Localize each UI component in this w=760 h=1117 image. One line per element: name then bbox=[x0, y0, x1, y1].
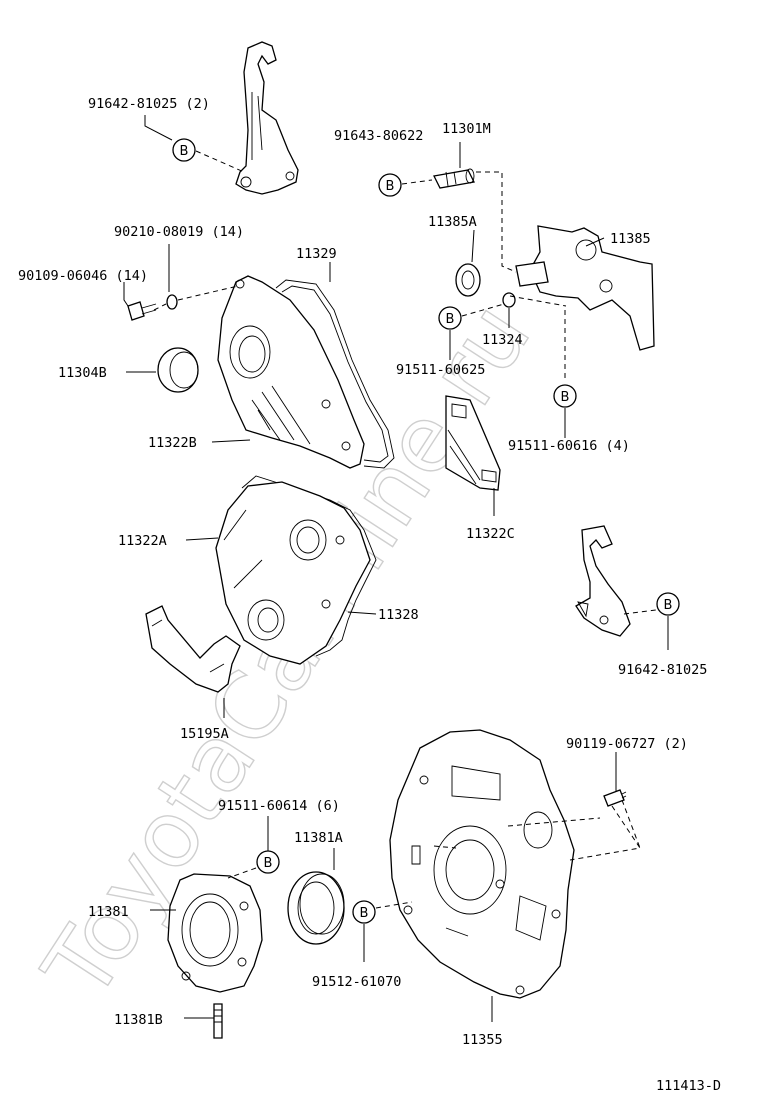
bubble-b-2: B bbox=[378, 173, 402, 197]
upper-timing-cover bbox=[217, 275, 395, 469]
label-11322c: 11322C bbox=[466, 526, 515, 542]
bubble-b-1: B bbox=[172, 138, 196, 162]
label-91643-80622: 91643-80622 bbox=[334, 128, 423, 144]
label-11324: 11324 bbox=[482, 332, 523, 348]
dowel-pin bbox=[213, 1003, 223, 1039]
label-11328: 11328 bbox=[378, 607, 419, 623]
label-90119-06727: 90119-06727 (2) bbox=[566, 736, 688, 752]
svg-text:B: B bbox=[446, 312, 455, 327]
engine-hanger-right bbox=[575, 525, 631, 637]
label-91642-81025-2: 91642-81025 (2) bbox=[88, 96, 210, 112]
cover-bracket bbox=[445, 395, 501, 491]
bubble-b-4: B bbox=[553, 384, 577, 408]
lower-timing-cover bbox=[215, 475, 377, 665]
svg-text:B: B bbox=[561, 390, 570, 405]
washer bbox=[502, 292, 516, 308]
label-90210-08019: 90210-08019 (14) bbox=[114, 224, 244, 240]
timing-cover-plate bbox=[515, 225, 655, 351]
label-91511-60616: 91511-60616 (4) bbox=[508, 438, 630, 454]
timing-pin bbox=[433, 168, 475, 189]
bubble-b-3: B bbox=[438, 306, 462, 330]
label-11355: 11355 bbox=[462, 1032, 503, 1048]
label-91512-61070: 91512-61070 bbox=[312, 974, 401, 990]
label-91642-81025: 91642-81025 bbox=[618, 662, 707, 678]
bubble-b-6: B bbox=[256, 850, 280, 874]
rear-oil-seal-retainer bbox=[167, 873, 263, 993]
svg-text:B: B bbox=[360, 906, 369, 921]
label-11385a: 11385A bbox=[428, 214, 477, 230]
label-91511-60614: 91511-60614 (6) bbox=[218, 798, 340, 814]
cover-plug bbox=[157, 347, 199, 393]
label-90109-06046: 90109-06046 (14) bbox=[18, 268, 148, 284]
engine-hanger-bracket bbox=[235, 41, 299, 195]
label-11301m: 11301M bbox=[442, 121, 491, 137]
label-11381b: 11381B bbox=[114, 1012, 163, 1028]
part-labels: 91642-81025 (2) 91643-80622 11301M 90210… bbox=[18, 96, 721, 1094]
label-15195a: 15195A bbox=[180, 726, 229, 742]
svg-text:B: B bbox=[180, 144, 189, 159]
timing-belt-guide bbox=[145, 605, 241, 693]
label-11322a: 11322A bbox=[118, 533, 167, 549]
figure-code: 111413-D bbox=[656, 1078, 721, 1094]
end-plate-bolt bbox=[603, 789, 627, 807]
label-11385: 11385 bbox=[610, 231, 651, 247]
cover-washer bbox=[166, 294, 178, 310]
svg-text:B: B bbox=[264, 856, 273, 871]
leader-lines bbox=[123, 115, 669, 1022]
svg-text:B: B bbox=[664, 598, 673, 613]
bubble-b-7: B bbox=[352, 900, 376, 924]
engine-end-plate bbox=[389, 729, 575, 999]
label-11381: 11381 bbox=[88, 904, 129, 920]
rear-oil-seal bbox=[287, 871, 345, 945]
label-11304b: 11304B bbox=[58, 365, 107, 381]
oil-seal-small bbox=[455, 263, 481, 297]
label-11329: 11329 bbox=[296, 246, 337, 262]
svg-text:B: B bbox=[386, 179, 395, 194]
bubble-b-5: B bbox=[656, 592, 680, 616]
label-11322b: 11322B bbox=[148, 435, 197, 451]
label-11381a: 11381A bbox=[294, 830, 343, 846]
label-91511-60625: 91511-60625 bbox=[396, 362, 485, 378]
bolt-cover bbox=[127, 301, 157, 321]
